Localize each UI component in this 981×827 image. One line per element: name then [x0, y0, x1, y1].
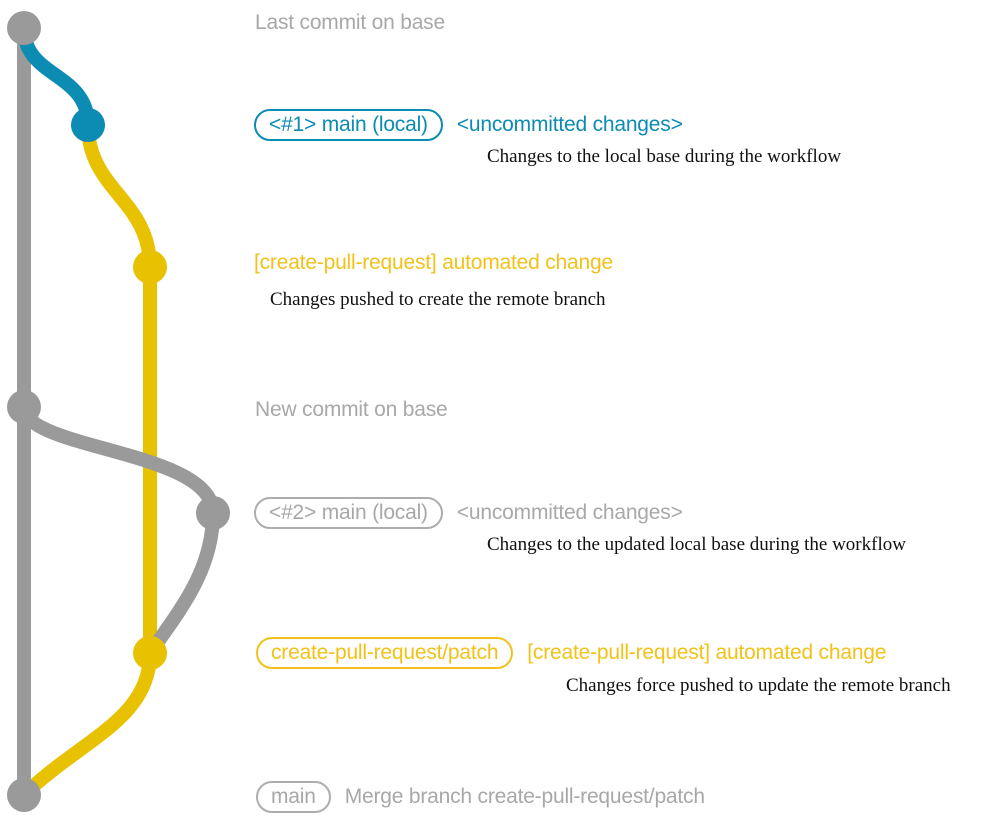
- headline-last-commit-on-base: Last commit on base: [255, 11, 445, 34]
- commit-description-remote-2: Changes force pushed to update the remot…: [566, 675, 951, 696]
- commit-row-remote-1: [create-pull-request] automated change: [254, 251, 613, 275]
- commit-subject-merge: Merge branch create-pull-request/patch: [344, 785, 705, 808]
- branch-badge-create-pull-request-patch[interactable]: create-pull-request/patch: [256, 637, 514, 669]
- commit-row-local-2: <#2> main (local) <uncommitted changes>: [254, 497, 683, 529]
- commit-subject-local-1: <uncommitted changes>: [456, 113, 683, 136]
- headline-new-commit-on-base: New commit on base: [255, 398, 448, 421]
- commit-subject-local-2: <uncommitted changes>: [456, 501, 683, 524]
- branch-badge-main-local-2[interactable]: <#2> main (local): [254, 497, 443, 529]
- commit-nodes: [7, 11, 230, 812]
- commit-subject-remote-1: [create-pull-request] automated change: [254, 251, 613, 274]
- commit-node-local-2[interactable]: [196, 496, 230, 530]
- commit-node-base-last[interactable]: [7, 11, 41, 45]
- commit-node-local-1[interactable]: [71, 108, 105, 142]
- branch-badge-main[interactable]: main: [256, 781, 331, 813]
- commit-node-merge[interactable]: [7, 778, 41, 812]
- commit-description-local-1: Changes to the local base during the wor…: [487, 146, 842, 167]
- branch-badge-main-local-1[interactable]: <#1> main (local): [254, 109, 443, 141]
- commit-row-local-1: <#1> main (local) <uncommitted changes>: [254, 109, 683, 141]
- commit-row-merge: main Merge branch create-pull-request/pa…: [256, 781, 705, 813]
- commit-description-local-2: Changes to the updated local base during…: [487, 534, 906, 555]
- commit-row-remote-2: create-pull-request/patch [create-pull-r…: [256, 637, 886, 669]
- commit-subject-remote-2: [create-pull-request] automated change: [527, 641, 887, 664]
- commit-node-remote-1[interactable]: [133, 250, 167, 284]
- commit-node-remote-2[interactable]: [133, 636, 167, 670]
- commit-description-remote-1: Changes pushed to create the remote bran…: [270, 289, 606, 310]
- commit-node-base-new[interactable]: [7, 390, 41, 424]
